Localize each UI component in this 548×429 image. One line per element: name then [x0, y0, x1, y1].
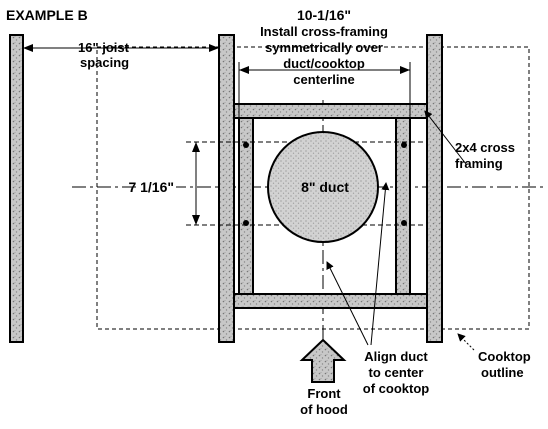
align-label: to center	[369, 365, 424, 380]
joist-right	[426, 34, 443, 343]
align-leader	[326, 261, 369, 346]
cooktop-label: Cooktop	[478, 349, 531, 364]
align-leader	[370, 182, 390, 346]
heading: EXAMPLE B	[6, 7, 88, 23]
align-label: Align duct	[364, 349, 428, 364]
instruction-text: symmetrically over	[265, 40, 383, 55]
cross-framing-top	[233, 103, 428, 119]
align-label: of cooktop	[363, 381, 429, 396]
front-of-hood-arrow	[299, 338, 347, 383]
joist-middle	[218, 34, 235, 343]
front-of-hood-label: Front	[307, 386, 341, 401]
vertical-dimension-label: 7 1/16"	[128, 179, 174, 195]
cross-framing-leader	[424, 110, 467, 165]
duct-circle	[267, 131, 379, 243]
arrowhead	[192, 142, 200, 152]
fastener	[243, 142, 249, 148]
cross-framing-label: framing	[455, 156, 503, 171]
instruction-text: centerline	[293, 72, 354, 87]
offset-dimension-label: 10-1/16"	[297, 7, 351, 23]
cooktop-label: outline	[481, 365, 524, 380]
arrowhead	[23, 44, 33, 52]
instruction-text: Install cross-framing	[260, 24, 388, 39]
cross-framing-bottom	[233, 293, 428, 309]
duct-label: 8" duct	[301, 179, 349, 195]
cross-framing-inner-left	[238, 117, 254, 295]
instruction-text: duct/cooktop	[283, 56, 365, 71]
arrowhead	[239, 66, 249, 74]
fastener	[401, 142, 407, 148]
cross-framing-label: 2x4 cross	[455, 140, 515, 155]
cross-framing-inner-right	[395, 117, 411, 295]
arrowhead	[400, 66, 410, 74]
cooktop-leader	[457, 333, 475, 351]
front-of-hood-label: of hood	[300, 402, 348, 417]
joist-left	[9, 34, 24, 343]
arrowhead	[192, 215, 200, 225]
joist-spacing-label: 16" joist	[78, 40, 130, 55]
joist-spacing-label: spacing	[80, 55, 129, 70]
arrowhead	[209, 44, 219, 52]
